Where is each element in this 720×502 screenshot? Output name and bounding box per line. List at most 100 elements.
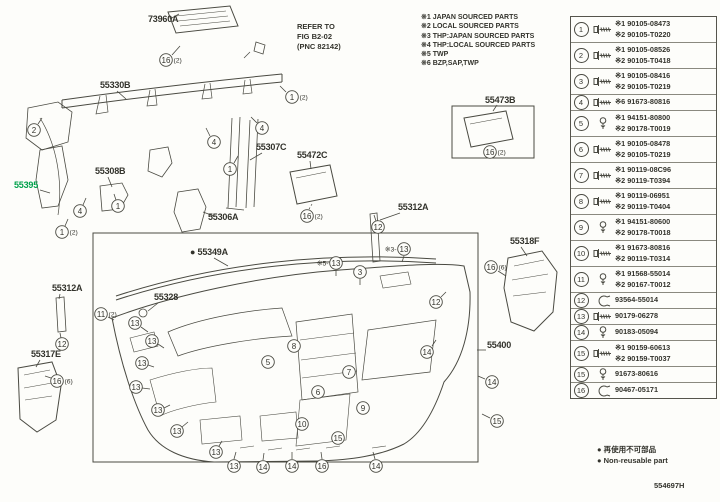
row-number-badge[interactable]: 12 [573,293,589,308]
callout-8[interactable]: 8 [287,339,301,353]
callout-14[interactable]: 14 [285,452,299,473]
callout-circle[interactable] [256,460,270,474]
part-label-55308B[interactable]: 55308B [95,166,126,176]
row-number-badge[interactable]: 4 [573,95,589,110]
part-number[interactable]: 90183-05094 [615,327,659,337]
callout-circle[interactable] [223,162,237,176]
callout-circle[interactable] [490,414,504,428]
part-number[interactable]: ※1 90105-08416 [615,71,671,80]
part-number[interactable]: ※2 90119-T0404 [615,201,671,211]
callout-circle[interactable] [295,417,309,431]
part-number[interactable]: ※2 90159-T0037 [615,353,671,363]
callout-16[interactable]: 16(2) [159,45,182,67]
callout-circle[interactable] [111,199,125,213]
part-label-55328[interactable]: 55328 [154,292,178,302]
part-number[interactable]: ※2 90105-T0418 [615,55,671,65]
callout-circle[interactable] [483,145,497,159]
callout-circle[interactable] [145,334,159,348]
callout-circle[interactable] [159,53,173,67]
part-label-55312A[interactable]: 55312A [398,202,429,212]
callout-12[interactable]: 12 [371,214,385,234]
callout-circle[interactable] [369,459,383,473]
part-label-55318F[interactable]: 55318F [510,236,540,246]
callout-circle[interactable] [485,375,499,389]
callout-circle[interactable] [73,204,87,218]
part-label-55395[interactable]: 55395 [14,180,38,190]
callout-14[interactable]: 14 [477,375,499,389]
callout-circle[interactable] [170,424,184,438]
callout-circle[interactable] [209,445,223,459]
callout-1[interactable]: 1(2) [279,85,308,104]
part-number[interactable]: ※1 90119-06951 [615,191,670,200]
callout-7[interactable]: 7 [342,365,356,379]
callout-circle[interactable] [135,356,149,370]
callout-circle[interactable] [429,295,443,309]
row-number-badge[interactable]: 15 [573,346,589,361]
callout-16[interactable]: 16(6) [44,374,73,388]
part-number[interactable]: ※1 90105-08473 [615,19,671,28]
part-number[interactable]: ※1 94151-80800 [615,113,671,122]
callout-15[interactable]: 15 [331,431,345,445]
callout-circle[interactable] [207,135,221,149]
callout-circle[interactable] [55,337,69,351]
callout-circle[interactable] [261,355,275,369]
callout-circle[interactable] [484,260,498,274]
callout-16[interactable]: 16(2) [483,145,506,159]
part-number[interactable]: ※2 90178-T0019 [615,123,671,133]
callout-circle[interactable] [27,123,41,137]
part-label-55317E[interactable]: 55317E [31,349,61,359]
callout-circle[interactable] [128,316,142,330]
part-label-55473B[interactable]: 55473B [485,95,516,105]
row-number-badge[interactable]: 13 [573,309,589,324]
callout-circle[interactable] [227,459,241,473]
part-number[interactable]: 90179-06278 [615,311,659,321]
callout-circle[interactable] [285,90,299,104]
callout-14[interactable]: 14 [420,339,437,359]
part-label-55312A[interactable]: 55312A [52,283,83,293]
part-number[interactable]: ※2 90119-T0394 [615,175,671,185]
callout-13[interactable]: 13※3- [385,242,411,263]
callout-2[interactable]: 2 [27,117,43,137]
callout-13[interactable]: 13 [129,380,151,394]
part-number[interactable]: 93564-55014 [615,295,659,305]
callout-circle[interactable] [255,121,269,135]
callout-circle[interactable] [94,307,108,321]
row-number-badge[interactable]: 2 [573,48,589,63]
callout-circle[interactable] [342,365,356,379]
part-number[interactable]: ※6 91673-80816 [615,97,671,107]
row-number-badge[interactable]: 7 [573,168,589,183]
callout-circle[interactable] [285,459,299,473]
callout-13[interactable]: 13 [145,334,165,349]
callout-13[interactable]: 13 [151,403,171,417]
row-number-badge[interactable]: 5 [573,116,589,131]
callout-13[interactable]: 13※5- [317,256,343,276]
row-number-badge[interactable]: 1 [573,22,589,37]
part-label-73960A[interactable]: 73960A [148,14,179,24]
callout-circle[interactable] [315,459,329,473]
callout-circle[interactable] [311,385,325,399]
row-number-badge[interactable]: 8 [573,194,589,209]
callout-circle[interactable] [420,345,434,359]
callout-circle[interactable] [356,401,370,415]
callout-13[interactable]: 13 [135,356,155,370]
callout-circle[interactable] [300,209,314,223]
part-number[interactable]: ※2 90178-T0018 [615,227,671,237]
part-label-55307C[interactable]: 55307C [256,142,287,152]
row-number-badge[interactable]: 16 [573,383,589,398]
callout-5[interactable]: 5 [261,355,275,369]
callout-circle[interactable] [353,265,367,279]
callout-14[interactable]: 14 [369,451,383,473]
callout-14[interactable]: 14 [256,452,270,474]
callout-circle[interactable] [55,225,69,239]
row-number-badge[interactable]: 10 [573,246,589,261]
part-label-55472C[interactable]: 55472C [297,150,328,160]
callout-16[interactable]: 16(6) [484,260,507,277]
row-number-badge[interactable]: 6 [573,142,589,157]
part-number[interactable]: ※2 90167-T0012 [615,279,671,289]
part-label-55306A[interactable]: 55306A [208,212,239,222]
callout-13[interactable]: 13 [209,440,223,459]
callout-circle[interactable] [151,403,165,417]
part-number[interactable]: ※1 90119-08C96 [615,165,672,174]
part-number[interactable]: ※2 90105-T0219 [615,149,671,159]
part-number[interactable]: ※2 90105-T0220 [615,29,671,39]
